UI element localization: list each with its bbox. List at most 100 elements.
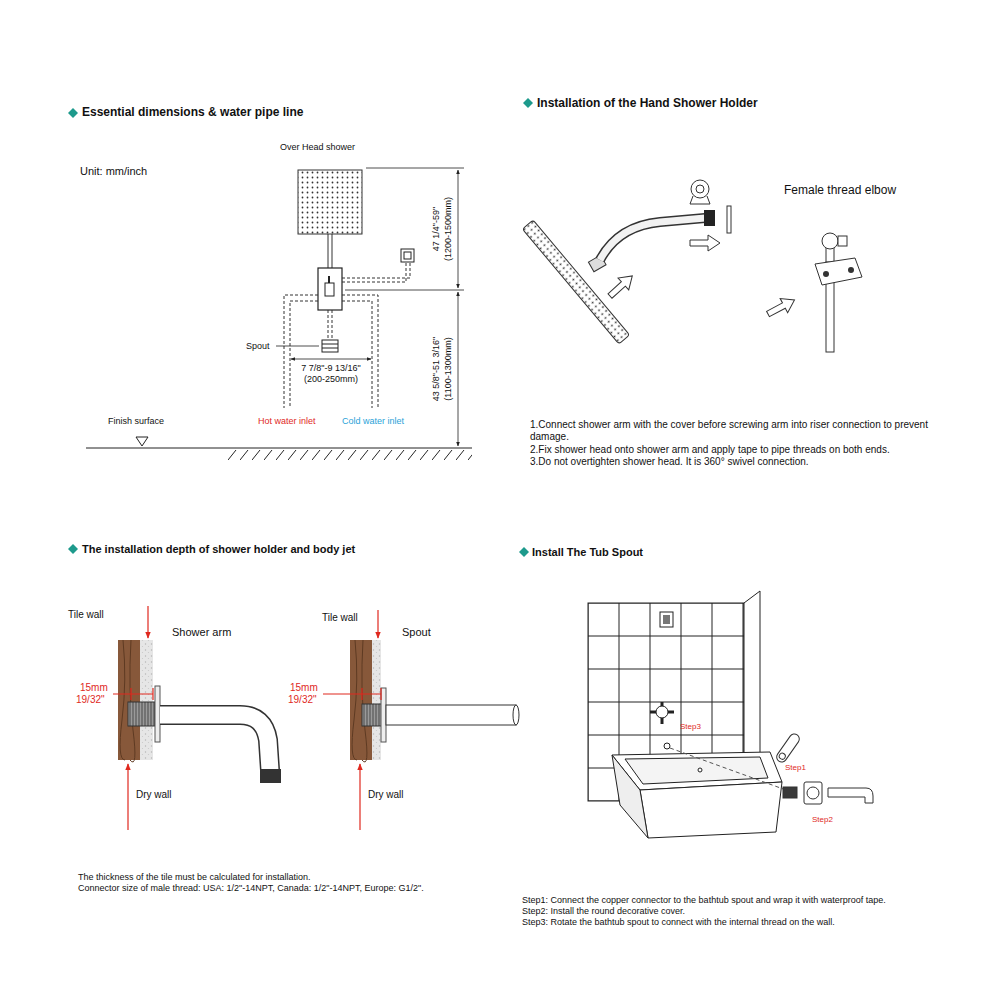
wall-section xyxy=(118,640,140,760)
water-pipe xyxy=(342,301,372,408)
red-arrow xyxy=(113,693,153,694)
floor-line xyxy=(136,437,148,446)
part-label: Spout xyxy=(402,626,431,639)
part-label: Female thread elbow xyxy=(784,184,896,198)
step-note: Step2: Install the round decorative cove… xyxy=(522,906,685,916)
shower-arm xyxy=(160,715,270,770)
slide-bar xyxy=(822,233,838,249)
water-pipe xyxy=(328,310,329,340)
wall-section xyxy=(128,702,155,726)
spout-pipe xyxy=(513,705,519,725)
heading-bullet xyxy=(519,547,529,557)
slide-bar xyxy=(848,267,854,273)
diverter xyxy=(404,252,411,259)
tile-wall xyxy=(663,615,670,624)
valve-body xyxy=(328,276,330,283)
spout-parts xyxy=(807,787,819,799)
wall-section xyxy=(155,686,160,742)
step-callout: Step1 xyxy=(785,763,806,772)
instruction-note: 2.Fix shower head onto shower arm and ap… xyxy=(530,444,890,456)
escutcheon xyxy=(690,180,710,204)
shower-head xyxy=(298,170,362,268)
connector-tool xyxy=(775,732,802,764)
dimension: 7 7/8"-9 13/16" xyxy=(301,363,360,373)
note: Connector size of male thread: USA: 1/2"… xyxy=(78,883,424,893)
instruction-note: 1.Connect shower arm with the cover befo… xyxy=(530,419,930,442)
heading-bullet xyxy=(68,108,78,118)
red-arrow xyxy=(113,606,381,830)
floor-line xyxy=(86,448,472,449)
floor-line xyxy=(228,449,472,460)
valve-body xyxy=(325,283,334,296)
red-arrow xyxy=(359,764,360,830)
wall-section xyxy=(381,688,386,742)
shower-arm xyxy=(260,769,281,783)
slide-bar xyxy=(838,236,847,246)
wall-section xyxy=(118,640,160,762)
water-pipe xyxy=(284,262,410,408)
mixing-valve xyxy=(650,702,674,749)
part-label: Tile wall xyxy=(322,612,358,624)
section-heading: Installation of the Hand Shower Holder xyxy=(537,97,758,111)
surface-label: Finish surface xyxy=(108,416,164,426)
section-heading: The installation depth of shower holder … xyxy=(82,543,355,556)
red-arrow xyxy=(127,764,128,830)
step-callout: Step2 xyxy=(812,815,833,824)
valve-body xyxy=(318,268,342,310)
direction-arrow xyxy=(690,235,720,251)
section-heading: Install The Tub Spout xyxy=(532,546,643,559)
unit-note: Unit: mm/inch xyxy=(80,165,147,178)
valve-body xyxy=(318,268,342,310)
dimension: (1200-1500mm) xyxy=(443,197,453,261)
spout-symbol xyxy=(322,344,338,345)
escutcheon xyxy=(690,196,710,204)
red-arrow xyxy=(361,688,362,700)
heading-bullet xyxy=(523,98,533,108)
water-pipe xyxy=(342,295,378,408)
red-arrow xyxy=(323,693,381,694)
direction-arrow xyxy=(605,235,799,321)
water-pipe xyxy=(290,301,318,408)
spout-parts xyxy=(804,782,822,804)
direction-arrow xyxy=(605,270,638,302)
slide-bar xyxy=(823,271,829,277)
inlet-label: Cold water inlet xyxy=(342,416,404,426)
install-path xyxy=(670,748,786,790)
red-arrow xyxy=(377,610,378,638)
part-label: Spout xyxy=(246,341,270,351)
connector-tool xyxy=(775,732,802,764)
spout-symbol xyxy=(322,348,338,349)
dimension-line xyxy=(458,170,459,288)
dimension: 19/32" xyxy=(76,694,105,706)
escutcheon xyxy=(696,185,704,193)
dimension-line xyxy=(458,292,459,446)
red-arrow xyxy=(380,688,381,700)
instruction-note: 3.Do not overtighten shower head. It is … xyxy=(530,456,809,468)
part-label: Shower arm xyxy=(172,626,231,639)
tile-wall xyxy=(660,612,673,627)
spout-parts xyxy=(783,782,873,804)
mixing-valve xyxy=(656,706,668,718)
inlet-label: Hot water inlet xyxy=(258,416,316,426)
shower-arm xyxy=(727,206,731,233)
bathtub xyxy=(640,782,782,838)
wall-section xyxy=(350,640,386,762)
spout-parts xyxy=(783,787,797,798)
water-pipe xyxy=(332,310,333,340)
shower-head xyxy=(298,170,362,234)
dimension-line xyxy=(291,359,371,360)
spout-pipe xyxy=(386,705,519,725)
shower-arm xyxy=(600,218,705,260)
wall-section xyxy=(372,640,381,760)
part-label: Dry wall xyxy=(136,789,172,801)
step-note: Step3: Rotate the bathtub spout to conne… xyxy=(522,917,835,927)
floor-line xyxy=(86,437,472,460)
water-pipe xyxy=(342,262,406,282)
spout-pipe xyxy=(386,705,516,725)
water-pipe xyxy=(342,262,410,278)
wall-section xyxy=(350,640,372,760)
part-label: Tile wall xyxy=(68,609,104,621)
slide-bar xyxy=(815,233,862,352)
